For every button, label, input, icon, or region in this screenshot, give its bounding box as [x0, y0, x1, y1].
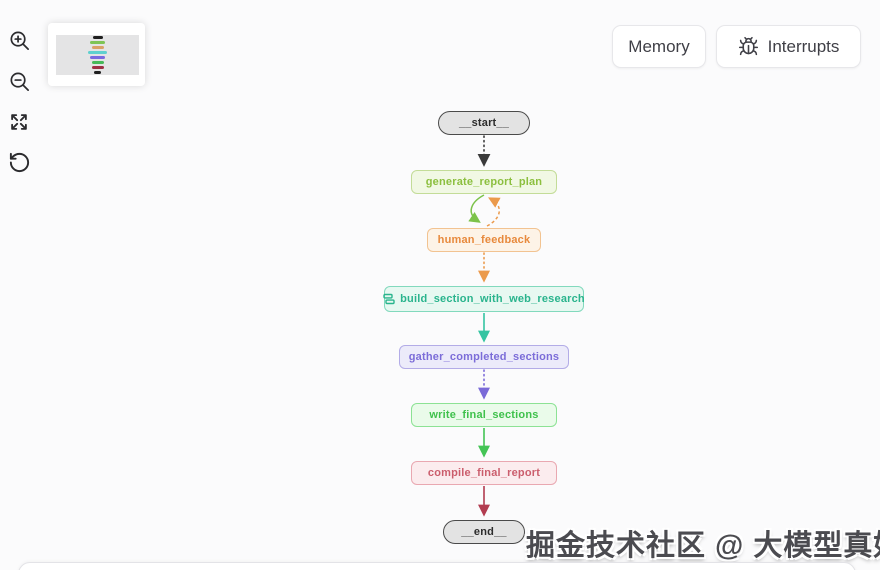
graph-node-start[interactable]: __start__ [438, 111, 530, 135]
zoom-in-button[interactable] [6, 29, 32, 55]
minimap[interactable] [48, 23, 145, 86]
zoom-out-icon [8, 70, 31, 96]
minimap-node-bar [88, 51, 107, 54]
minimap-node-bar [91, 46, 104, 49]
edge-generate_report_plan-to-human_feedback [468, 194, 485, 223]
minimap-node-bar [94, 71, 101, 74]
interrupts-button[interactable]: Interrupts [716, 25, 861, 68]
memory-button[interactable]: Memory [612, 25, 706, 68]
memory-button-label: Memory [628, 36, 690, 56]
bug-icon [738, 36, 759, 57]
graph-node-generate_report_plan[interactable]: generate_report_plan [411, 170, 557, 194]
graph-node-label: build_section_with_web_research [400, 293, 585, 305]
minimap-node-bar [92, 36, 103, 39]
minimap-node-bar [91, 66, 104, 69]
minimap-node-bar [90, 56, 105, 59]
subgraph-icon [383, 293, 395, 305]
graph-node-label: compile_final_report [427, 467, 541, 479]
fit-view-button[interactable] [6, 110, 32, 136]
graph-node-label: generate_report_plan [425, 176, 543, 188]
graph-node-label: __start__ [458, 117, 510, 129]
graph-node-label: human_feedback [437, 234, 531, 246]
graph-node-label: write_final_sections [429, 409, 539, 421]
graph-node-end[interactable]: __end__ [443, 520, 525, 544]
reset-viewport-button[interactable] [6, 151, 32, 177]
graph-node-label: __end__ [461, 526, 507, 538]
minimap-node-bar [90, 41, 105, 44]
edge-human_feedback-to-generate_report_plan [486, 197, 501, 227]
fit-view-icon [8, 111, 30, 136]
interrupts-button-label: Interrupts [767, 36, 840, 56]
reset-icon [8, 151, 31, 177]
bottom-panel-edge[interactable] [18, 562, 856, 570]
graph-node-label: gather_completed_sections [408, 351, 560, 363]
watermark-text: 掘金技术社区 @ 大模型真好玩 [526, 530, 880, 562]
graph-node-gather_completed_sections[interactable]: gather_completed_sections [399, 345, 569, 369]
graph-node-build_section_with_web_research[interactable]: build_section_with_web_research [383, 286, 585, 312]
minimap-viewport [56, 35, 139, 75]
zoom-out-button[interactable] [6, 70, 32, 96]
zoom-in-icon [8, 29, 31, 55]
minimap-node-bar [91, 61, 104, 64]
graph-node-human_feedback[interactable]: human_feedback [427, 228, 541, 252]
graph-node-write_final_sections[interactable]: write_final_sections [411, 403, 557, 427]
graph-node-compile_final_report[interactable]: compile_final_report [411, 461, 557, 485]
